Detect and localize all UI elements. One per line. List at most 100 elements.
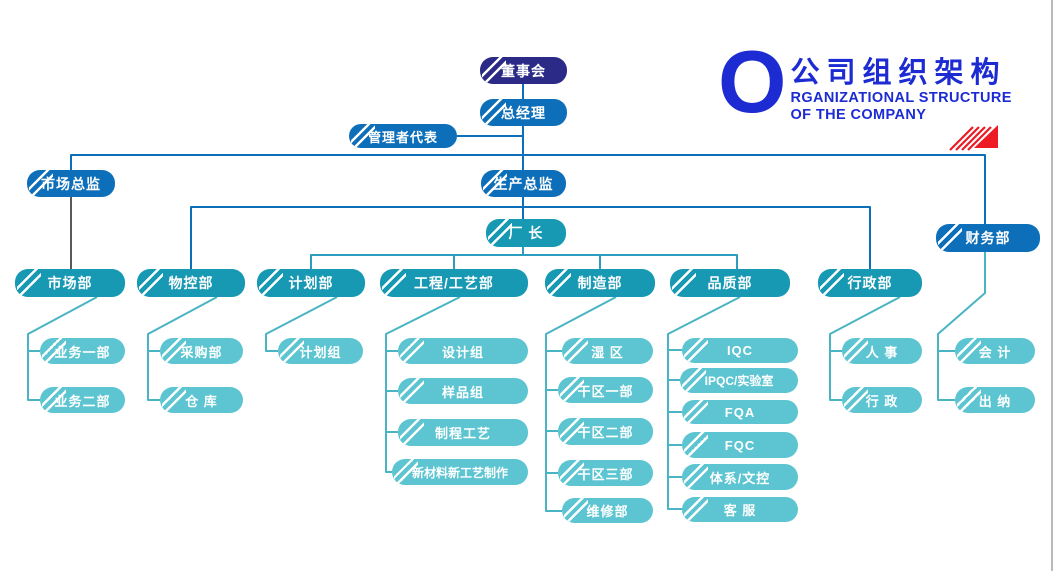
red-corner-accent — [949, 125, 998, 151]
corner-stripes-decoration — [382, 269, 406, 297]
node-label: IQC — [726, 343, 754, 358]
node-label: 厂 长 — [508, 225, 544, 241]
node-label: 干区三部 — [577, 466, 634, 482]
node-label: 生产总监 — [493, 175, 554, 192]
node-label: 会 计 — [978, 344, 1012, 360]
node-label: FQA — [724, 404, 756, 420]
node-label: 计划组 — [299, 344, 342, 360]
corner-stripes-decoration — [17, 269, 41, 297]
connector-lower-rail — [310, 254, 738, 269]
node-label: 维修部 — [586, 504, 629, 519]
node-label: 计划部 — [288, 275, 334, 291]
node-general-manager: 总经理 — [480, 99, 567, 126]
corner-stripes-decoration — [684, 464, 708, 490]
corner-stripes-decoration — [844, 387, 868, 413]
node-label: 设计组 — [441, 344, 484, 360]
node-label: 制造部 — [577, 275, 623, 291]
node-label: 财务部 — [965, 230, 1011, 246]
node-iqc: IQC — [682, 338, 798, 363]
node-process-engineering: 制程工艺 — [398, 419, 528, 446]
node-sales-1: 业务一部 — [40, 338, 125, 364]
node-cashier: 出 纳 — [955, 387, 1035, 413]
corner-stripes-decoration — [682, 368, 706, 393]
node-label: 工程/工艺部 — [414, 275, 494, 291]
node-warehouse: 仓 库 — [160, 387, 243, 413]
node-engineering-dept: 工程/工艺部 — [380, 269, 528, 297]
corner-stripes-decoration — [547, 269, 571, 297]
node-material-control-dept: 物控部 — [137, 269, 245, 297]
node-board: 董事会 — [480, 57, 567, 84]
node-planning-dept: 计划部 — [257, 269, 365, 297]
node-sales-2: 业务二部 — [40, 387, 125, 413]
node-label: 制程工艺 — [434, 426, 491, 441]
corner-stripes-decoration — [684, 400, 708, 424]
corner-stripes-decoration — [564, 498, 588, 523]
node-label: 干区一部 — [577, 383, 634, 399]
node-manufacturing-dept: 制造部 — [545, 269, 655, 297]
node-label: 新材料新工艺制作 — [411, 465, 508, 480]
node-fqc: FQC — [682, 432, 798, 458]
corner-stripes-decoration — [957, 338, 981, 364]
corner-stripes-decoration — [400, 338, 424, 364]
corner-stripes-decoration — [400, 419, 424, 446]
node-marketing-dept: 市场部 — [15, 269, 125, 297]
node-label: 行政部 — [847, 275, 893, 291]
node-label: 管理者代表 — [367, 129, 438, 145]
node-planning-group: 计划组 — [278, 338, 363, 364]
node-hr: 人 事 — [842, 338, 922, 364]
title-chinese: 公司组织架构 — [790, 57, 1007, 89]
node-admin: 行 政 — [842, 387, 922, 413]
connector-marketing-children — [27, 296, 98, 401]
node-sample-group: 样品组 — [398, 378, 528, 404]
corner-stripes-decoration — [259, 269, 283, 297]
node-label: 体系/文控 — [709, 470, 771, 486]
page-title: O 公司组织架构 RGANIZATIONAL STRUCTURE OF THE … — [718, 32, 1012, 131]
node-customer-service: 客 服 — [682, 497, 798, 522]
node-label: 业务二部 — [54, 393, 111, 409]
connector-finance-children — [937, 252, 986, 401]
connector-material-children — [147, 296, 218, 401]
node-admin-dept: 行政部 — [818, 269, 922, 297]
corner-stripes-decoration — [938, 224, 962, 252]
node-management-rep: 管理者代表 — [349, 124, 457, 148]
node-label: 人 事 — [865, 344, 899, 360]
corner-stripes-decoration — [957, 387, 981, 413]
node-label: 市场总监 — [41, 175, 101, 192]
node-dry-area-1: 干区一部 — [558, 377, 653, 403]
connector-manufacturing-children — [545, 296, 617, 512]
node-label: 品质部 — [707, 275, 753, 291]
node-label: 客 服 — [723, 503, 757, 518]
node-ipqc-lab: IPQC/实验室 — [680, 368, 798, 393]
corner-stripes-decoration — [684, 497, 708, 522]
title-big-letter: O — [718, 32, 787, 131]
node-label: 物控部 — [168, 275, 214, 291]
connector-top-rail — [70, 154, 986, 224]
node-label: 湿 区 — [591, 344, 624, 360]
corner-stripes-decoration — [672, 269, 696, 297]
node-label: 干区二部 — [577, 425, 634, 440]
node-fqa: FQA — [682, 400, 798, 424]
node-quality-dept: 品质部 — [670, 269, 790, 297]
node-design-group: 设计组 — [398, 338, 528, 364]
corner-stripes-decoration — [162, 387, 186, 413]
node-label: FQC — [724, 437, 756, 453]
corner-stripes-decoration — [820, 269, 844, 297]
node-new-materials: 新材料新工艺制作 — [392, 459, 528, 485]
node-label: 总经理 — [501, 104, 546, 121]
title-english-line1: RGANIZATIONAL STRUCTURE — [790, 90, 1012, 106]
right-edge-line — [1051, 0, 1053, 571]
node-production-director: 生产总监 — [481, 170, 566, 197]
corner-stripes-decoration — [684, 338, 708, 363]
node-label: 行 政 — [865, 393, 899, 409]
corner-stripes-decoration — [564, 338, 588, 364]
corner-stripes-decoration — [400, 378, 424, 404]
node-accounting: 会 计 — [955, 338, 1035, 364]
node-label: 出 纳 — [978, 393, 1012, 409]
connector-planning-children — [265, 296, 338, 352]
connector-admin-children — [829, 296, 901, 401]
node-wet-area: 湿 区 — [562, 338, 653, 364]
node-label: 仓 库 — [185, 393, 218, 409]
node-system-doc-control: 体系/文控 — [682, 464, 798, 490]
